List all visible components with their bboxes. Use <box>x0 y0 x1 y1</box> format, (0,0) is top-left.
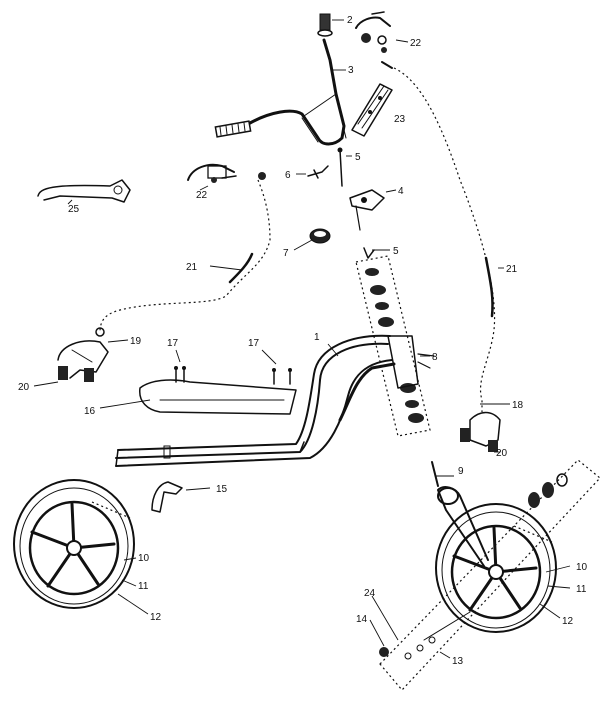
steering-parts <box>307 147 385 259</box>
callout-22-top: 22 <box>410 38 422 49</box>
callout-11-left: 11 <box>138 581 149 592</box>
callout-25: 25 <box>68 204 80 215</box>
callout-3: 3 <box>348 65 354 76</box>
callout-19: 19 <box>130 336 142 347</box>
callout-23: 23 <box>394 114 406 125</box>
callout-22-left: 22 <box>196 190 208 201</box>
foot-deck <box>139 366 297 415</box>
callout-8: 8 <box>432 352 438 363</box>
callout-16: 16 <box>84 406 96 417</box>
front-brake-caliper <box>460 411 501 452</box>
callout-21-right: 21 <box>506 264 518 275</box>
callout-2: 2 <box>347 15 353 26</box>
clamp-plate <box>351 83 393 137</box>
callout-24: 24 <box>364 588 376 599</box>
callout-11-right: 11 <box>576 584 587 595</box>
handlebar <box>214 38 347 146</box>
callout-5-mid: 5 <box>393 246 399 257</box>
callout-15: 15 <box>216 484 228 495</box>
callout-5-top: 5 <box>355 152 361 163</box>
callout-1: 1 <box>314 332 320 343</box>
callout-13: 13 <box>452 656 464 667</box>
cable-end <box>258 172 266 180</box>
callout-10-right: 10 <box>576 562 588 573</box>
callout-9: 9 <box>458 466 464 477</box>
mudguard-bracket <box>151 481 183 513</box>
front-wheel <box>435 503 557 633</box>
brake-lever-left <box>187 163 237 183</box>
callout-6: 6 <box>285 170 291 181</box>
brake-lever-top <box>355 11 391 53</box>
handlebar-grip-cap <box>317 13 333 37</box>
headset-bearing-stack <box>355 255 431 437</box>
rear-brake-cable <box>99 179 271 333</box>
rear-brake-caliper <box>57 327 109 382</box>
front-fork <box>431 461 489 567</box>
leader-lines <box>33 19 571 659</box>
callout-20-left: 20 <box>18 382 30 393</box>
callout-17-right: 17 <box>248 338 260 349</box>
scooter-frame <box>115 334 435 467</box>
axle-kit <box>379 459 601 691</box>
front-brake-cable <box>393 67 496 412</box>
front-brake-cable-housing <box>484 256 494 318</box>
callout-7: 7 <box>283 248 289 259</box>
callout-14: 14 <box>356 614 368 625</box>
callout-12-right: 12 <box>562 616 574 627</box>
callout-17-left: 17 <box>167 338 179 349</box>
rear-brake-cable-housing <box>228 252 254 284</box>
callout-18: 18 <box>512 400 524 411</box>
callout-10-left: 10 <box>138 553 150 564</box>
callout-20-right: 20 <box>496 448 508 459</box>
rear-wheel <box>13 479 135 609</box>
callout-4: 4 <box>398 186 404 197</box>
screw-top <box>381 61 393 69</box>
brake-lever-part <box>37 179 131 203</box>
callout-12-left: 12 <box>150 612 162 623</box>
callout-21-left: 21 <box>186 262 198 273</box>
